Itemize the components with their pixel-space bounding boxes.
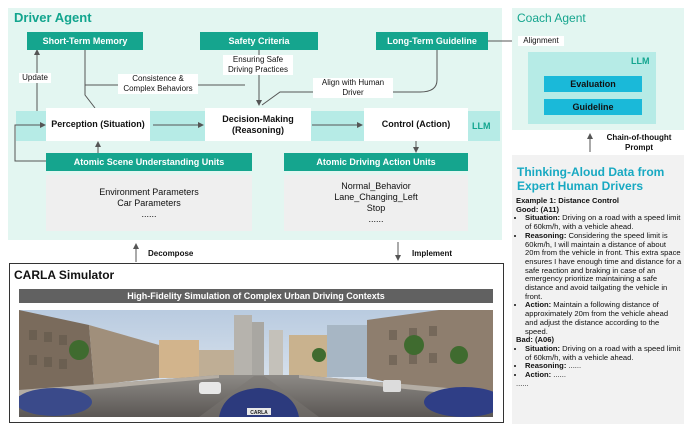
cot-prompt-label: Chain-of-thought Prompt [606, 133, 672, 152]
thinking-aloud-body: Example 1: Distance Control Good: (A11) … [516, 196, 682, 388]
list-item: Reasoning: Considering the speed limit i… [525, 231, 682, 302]
thinking-aloud-title: Thinking-Aloud Data from Expert Human Dr… [517, 165, 665, 193]
bad-label: Bad: (A06) [516, 335, 554, 345]
good-label: Good: (A11) [516, 204, 560, 214]
city-scene-illustration: CARLA [19, 310, 493, 417]
coach-agent-title: Coach Agent [517, 11, 586, 25]
decompose-label: Decompose [148, 249, 194, 258]
scene-item: ...... [141, 208, 157, 219]
safety-criteria-box: Safety Criteria [200, 32, 318, 50]
scene-item: Environment Parameters [99, 186, 199, 197]
action-item: ...... [368, 214, 384, 224]
list-item: Situation: Driving on a road with a spee… [525, 214, 682, 231]
perception-box: Perception (Situation) [46, 108, 150, 141]
carla-scene-image: CARLA [19, 310, 493, 417]
action-items-list: Normal_Behavior Lane_Changing_Left Stop … [284, 175, 468, 231]
action-item: Lane_Changing_Left [334, 192, 418, 202]
driver-agent-title: Driver Agent [14, 10, 92, 25]
thinking-aloud-panel [512, 155, 684, 424]
consistence-label: Consistence & Complex Behaviors [118, 74, 198, 94]
list-item: Action: Maintain a following distance of… [525, 301, 682, 336]
control-box: Control (Action) [364, 108, 468, 141]
scene-items-list: Environment Parameters Car Parameters ..… [46, 175, 252, 231]
list-item: Action: ...... [525, 370, 682, 380]
long-term-guideline-box: Long-Term Guideline [376, 32, 488, 50]
action-item: Normal_Behavior [341, 181, 411, 191]
decision-making-box: Decision-Making (Reasoning) [205, 108, 311, 141]
driver-llm-label: LLM [472, 121, 491, 131]
scene-item: Car Parameters [117, 197, 181, 208]
action-units-box: Atomic Driving Action Units [284, 153, 468, 171]
ensuring-safe-label: Ensuring Safe Driving Practices [223, 55, 293, 75]
good-list: Situation: Driving on a road with a spee… [516, 214, 682, 336]
alignment-label: Alignment [518, 36, 564, 46]
list-item: Situation: Driving on a road with a spee… [525, 344, 682, 362]
align-human-label: Align with Human Driver [313, 78, 393, 98]
ellipsis: ...... [516, 378, 529, 388]
bad-list: Situation: Driving on a road with a spee… [516, 344, 682, 380]
coach-llm-label: LLM [631, 56, 650, 66]
carla-banner: High-Fidelity Simulation of Complex Urba… [19, 289, 493, 303]
example-heading: Example 1: Distance Control [516, 196, 619, 205]
list-item: Reasoning: ...... [525, 362, 682, 371]
evaluation-box: Evaluation [544, 76, 642, 92]
action-item: Stop [366, 203, 386, 213]
guideline-box: Guideline [544, 99, 642, 115]
scene-units-box: Atomic Scene Understanding Units [46, 153, 252, 171]
carla-title: CARLA Simulator [14, 268, 115, 282]
update-label: Update [19, 73, 51, 83]
license-plate-text: CARLA [250, 410, 268, 416]
short-term-memory-box: Short-Term Memory [27, 32, 143, 50]
implement-label: Implement [412, 249, 453, 258]
